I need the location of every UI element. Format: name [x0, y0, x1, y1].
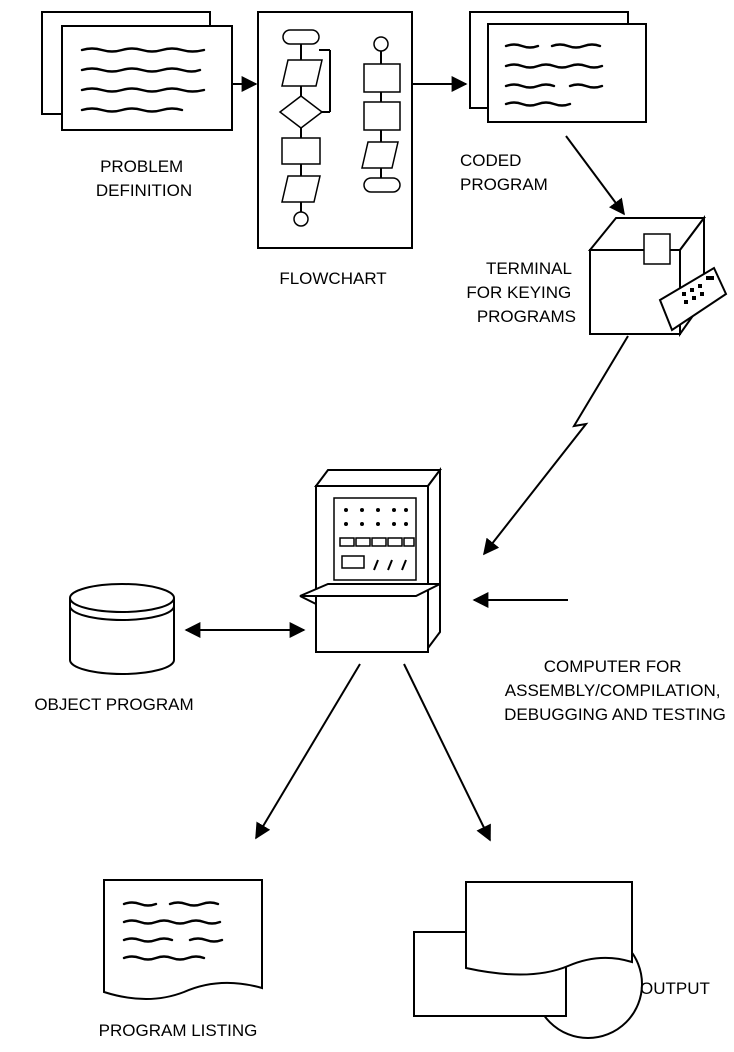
flowchart-label: FLOWCHART	[279, 269, 386, 288]
flowchart-sheet-icon	[257, 11, 413, 249]
object-program-disk-icon	[69, 583, 175, 675]
program-listing-label: PROGRAM LISTING	[99, 1021, 258, 1040]
terminal-icon	[587, 215, 728, 338]
computer-label: COMPUTER FOR ASSEMBLY/COMPILATION, DEBUG…	[504, 657, 726, 724]
output-printer-icon	[413, 881, 643, 1039]
problem-definition-label: PROBLEM DEFINITION	[96, 157, 192, 200]
problem-definition-document-icon	[41, 11, 233, 131]
communication-link-terminal-to-computer	[483, 335, 629, 556]
coded-program-label: CODED PROGRAM	[460, 151, 548, 194]
computer-icon	[299, 467, 442, 653]
coded-program-document-icon	[469, 11, 647, 123]
output-label: OUTPUT	[640, 979, 710, 998]
arrow-coded-to-terminal	[565, 135, 625, 216]
program-listing-document-icon	[103, 879, 263, 1000]
object-program-label: OBJECT PROGRAM	[34, 695, 193, 714]
terminal-label: TERMINAL FOR KEYING PROGRAMS	[466, 259, 576, 326]
arrow-computer-to-listing	[255, 663, 361, 840]
arrow-computer-to-output	[403, 663, 491, 842]
